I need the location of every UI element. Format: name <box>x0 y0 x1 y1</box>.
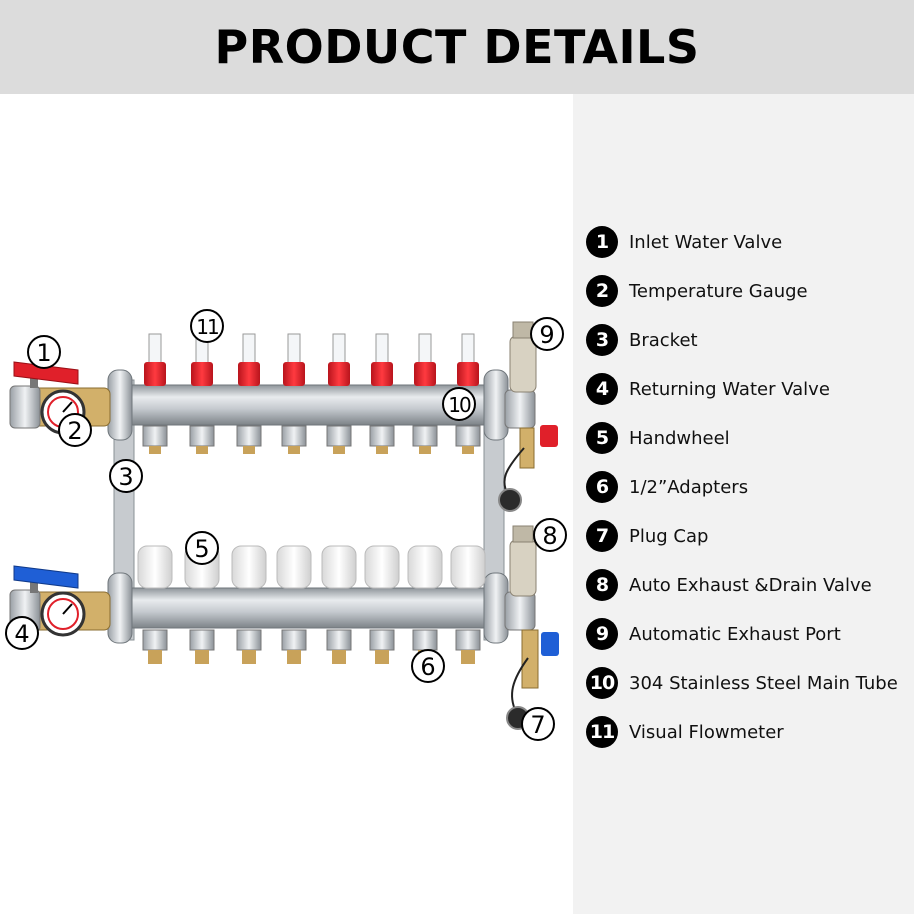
legend-label: Returning Water Valve <box>629 378 830 400</box>
legend-number-badge: 2 <box>586 275 618 307</box>
legend-label: Inlet Water Valve <box>629 231 783 253</box>
legend-item: 9 Automatic Exhaust Port <box>586 617 841 651</box>
callout-4: 4 <box>5 616 39 650</box>
svg-text:5: 5 <box>194 535 209 563</box>
callouts: 1 2 3 4 5 6 7 8 9 10 11 <box>5 309 567 741</box>
legend-label: Plug Cap <box>629 525 709 547</box>
legend-label: Temperature Gauge <box>629 280 808 302</box>
manifold-illustration: 1 2 3 4 5 6 7 8 9 10 11 <box>5 309 567 741</box>
legend-item: 3 Bracket <box>586 323 698 357</box>
legend-number-badge: 10 <box>586 667 618 699</box>
callout-8: 8 <box>533 518 567 552</box>
legend-item: 5 Handwheel <box>586 421 730 455</box>
automatic-exhaust-port <box>498 321 558 512</box>
callout-10: 10 <box>442 387 476 421</box>
svg-text:9: 9 <box>539 321 554 349</box>
legend-item: 6 1/2”Adapters <box>586 470 748 504</box>
bottom-main-tube <box>109 587 506 629</box>
legend-label: Auto Exhaust &Drain Valve <box>629 574 872 596</box>
legend-number-badge: 8 <box>586 569 618 601</box>
legend-number-badge: 6 <box>586 471 618 503</box>
svg-text:2: 2 <box>67 417 82 445</box>
legend-label: Bracket <box>629 329 698 351</box>
auto-exhaust-drain-valve <box>504 525 559 730</box>
legend-number-badge: 5 <box>586 422 618 454</box>
legend-number-badge: 1 <box>586 226 618 258</box>
callout-2: 2 <box>58 413 92 447</box>
legend-number-badge: 7 <box>586 520 618 552</box>
svg-text:6: 6 <box>420 653 435 681</box>
flowmeters <box>144 333 479 386</box>
svg-text:7: 7 <box>530 711 545 739</box>
legend-panel <box>573 94 914 914</box>
legend-label: Handwheel <box>629 427 730 449</box>
svg-text:4: 4 <box>14 620 29 648</box>
callout-7: 7 <box>521 707 555 741</box>
page-title: PRODUCT DETAILS <box>214 20 700 74</box>
legend-label: 1/2”Adapters <box>629 476 749 498</box>
top-adapters <box>142 425 481 454</box>
callout-9: 9 <box>530 317 564 351</box>
svg-text:10: 10 <box>448 393 471 417</box>
svg-text:11: 11 <box>196 315 218 339</box>
legend-number-badge: 3 <box>586 324 618 356</box>
bracket-clamps <box>107 369 509 644</box>
legend-item: 8 Auto Exhaust &Drain Valve <box>586 568 872 602</box>
svg-text:3: 3 <box>118 463 133 491</box>
legend-number-badge: 4 <box>586 373 618 405</box>
callout-5: 5 <box>185 531 219 565</box>
legend-number-badge: 9 <box>586 618 618 650</box>
legend-number-badge: 11 <box>586 716 618 748</box>
legend-label: 304 Stainless Steel Main Tube <box>629 672 898 694</box>
svg-text:1: 1 <box>36 339 51 367</box>
callout-3: 3 <box>109 459 143 493</box>
callout-1: 1 <box>27 335 61 369</box>
legend-label: Visual Flowmeter <box>629 721 784 743</box>
legend-item: 4 Returning Water Valve <box>586 372 830 406</box>
inlet-water-valve <box>9 361 111 435</box>
callout-11: 11 <box>190 309 224 343</box>
legend-label: Automatic Exhaust Port <box>629 623 841 645</box>
handwheels <box>137 545 486 589</box>
legend-item: 10 304 Stainless Steel Main Tube <box>586 666 898 700</box>
callout-6: 6 <box>411 649 445 683</box>
svg-text:8: 8 <box>542 522 557 550</box>
page-header: PRODUCT DETAILS <box>0 0 914 94</box>
legend-item: 11 Visual Flowmeter <box>586 715 784 749</box>
legend-item: 2 Temperature Gauge <box>586 274 808 308</box>
legend-item: 1 Inlet Water Valve <box>586 225 782 259</box>
legend-item: 7 Plug Cap <box>586 519 708 553</box>
